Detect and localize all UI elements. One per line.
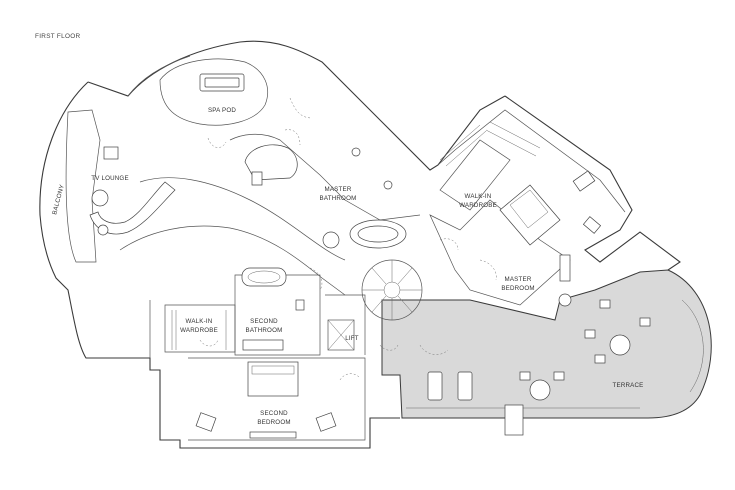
room-label-second-bathroom-2: BATHROOM [246,327,283,334]
second-bathroom-fixtures [241,267,305,351]
tv-lounge-furniture [89,146,176,236]
room-label-second-bedroom-2: BEDROOM [257,419,290,426]
room-label-lift: LIFT [345,335,359,342]
room-label-balcony: BALCONY [51,184,66,216]
sun-lounger-2 [457,371,473,401]
room-label-walkin-wardrobe-second-2: WARDROBE [180,327,218,334]
outer-walls [39,40,681,449]
room-label-master-bathroom-2: BATHROOM [320,195,357,202]
spa-pod [159,58,268,126]
door-swings [199,97,497,381]
room-label-walkin-wardrobe-master-2: WARDROBE [459,202,497,209]
room-label-second-bedroom-1: SECOND [260,410,288,417]
room-label-terrace: TERRACE [613,382,644,389]
master-bathroom-fixtures [244,144,407,249]
terrace-furniture [406,293,704,436]
room-label-master-bedroom-1: MASTER [505,276,532,283]
wardrobe-shelves-master [439,121,541,167]
room-label-spa-pod: SPA POD [208,107,236,114]
second-bed [195,361,337,439]
lift-shaft [327,319,355,351]
sun-lounger-1 [427,371,443,401]
room-label-master-bedroom-2: BEDROOM [501,285,534,292]
room-label-walkin-wardrobe-master-1: WALK-IN [465,193,492,200]
room-label-second-bathroom-1: SECOND [250,318,278,325]
curved-sofa [89,181,176,235]
room-label-tv-lounge: TV LOUNGE [91,175,129,182]
interior-walls [119,133,571,441]
room-label-master-bathroom-1: MASTER [325,186,352,193]
wardrobe-shelves-second [171,310,227,350]
spiral-staircase [361,259,423,321]
master-bed [499,170,602,282]
room-label-walkin-wardrobe-second-1: WALK-IN [186,318,213,325]
floor-title: FIRST FLOOR [35,33,81,40]
